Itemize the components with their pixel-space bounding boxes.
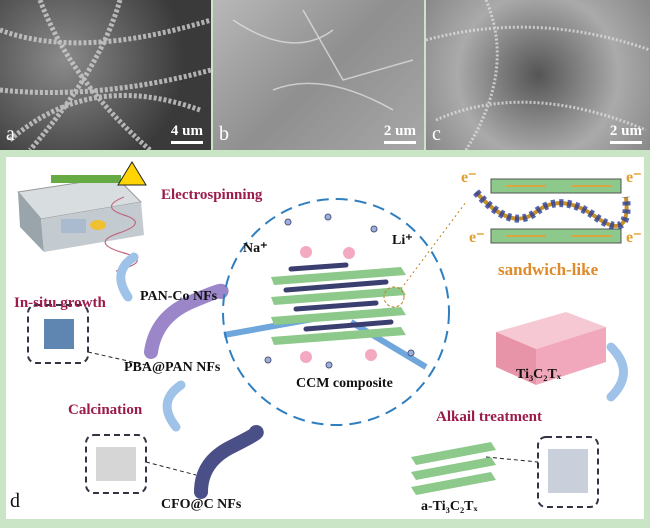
schematic-graphics (17, 161, 631, 508)
panel-label: a (6, 123, 15, 145)
composite-texture (426, 0, 650, 150)
label-pan-co: PAN-Co NFs (140, 289, 218, 304)
nanofiber-texture (0, 0, 211, 150)
process-arrows (116, 252, 628, 432)
ccm-layers (264, 213, 415, 369)
scale-bar: 2 um (383, 123, 416, 144)
step-calcination: Calcination (68, 402, 143, 418)
step-electrospinning: Electrospinning (161, 187, 263, 203)
sandwich-label: sandwich-like (498, 260, 599, 279)
pba-pan-fiber (144, 283, 229, 359)
scale-bar: 4 um (170, 123, 203, 144)
arrow-to-ccm (349, 319, 428, 370)
label-pba-pan: PBA@PAN NFs (124, 360, 221, 375)
sandwich-diagram (472, 178, 631, 244)
high-voltage-icon (117, 161, 147, 186)
step-alkali-treatment: Alkail treatment (436, 409, 542, 425)
electron-label: e⁻ (626, 229, 642, 246)
panel-label: c (432, 123, 441, 145)
label-ccm-composite: CCM composite (296, 376, 393, 391)
sem-panel-a: a 4 um (0, 0, 211, 150)
sem-panel-b: b 2 um (213, 0, 424, 150)
sheet-texture (232, 9, 414, 111)
panel-label: b (219, 123, 229, 145)
a-ti3c2tx-sheets (411, 442, 496, 495)
label-a-ti3c2tx: a-Ti₃C₂Tₓ (421, 499, 478, 514)
scale-bar: 2 um (609, 123, 642, 144)
label-na-ion: Na⁺ (243, 241, 268, 256)
pba-cube-icon (44, 319, 74, 349)
label-li-ion: Li⁺ (392, 233, 413, 248)
electron-label: e⁻ (469, 229, 485, 246)
sem-panel-c: c 2 um (426, 0, 650, 150)
mxene-lattice-icon (548, 449, 588, 493)
label-cfo-c: CFO@C NFs (161, 497, 242, 512)
schematic-panel: Electrospinning In-situ growth Calcinati… (6, 157, 644, 519)
ti3c2tx-block (496, 312, 606, 385)
electron-label: e⁻ (461, 169, 477, 186)
cfo-c-fiber (194, 425, 264, 499)
electron-label: e⁻ (626, 169, 642, 186)
electrospinning-device (17, 175, 144, 252)
step-insitu-growth: In-situ growth (14, 295, 106, 311)
panel-label-d: d (10, 490, 20, 512)
label-ti3c2tx: Ti₃C₂Tₓ (516, 367, 561, 382)
cfo-lattice-icon (96, 447, 136, 481)
ccm-circle (222, 198, 450, 426)
